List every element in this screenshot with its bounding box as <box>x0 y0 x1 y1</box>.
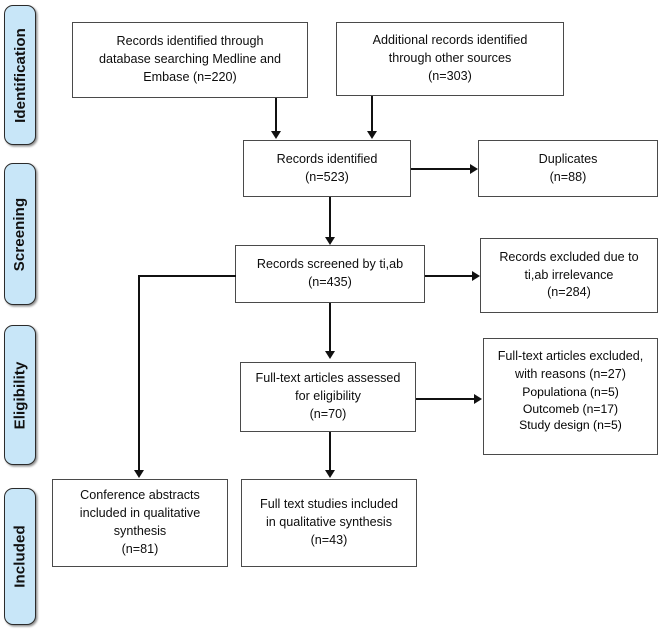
stage-label-eligibility: Eligibility <box>11 361 29 429</box>
arrowhead-records-identified-to-records-screened <box>325 237 335 245</box>
connector-records-screened-to-conference-abstracts-horizontal <box>138 275 236 277</box>
connector-fulltext-assessed-to-fulltext-excluded <box>416 398 475 400</box>
stage-label-identification: Identification <box>11 27 29 123</box>
fulltext-excluded-reasons: Populationa (n=5) Outcomeb (n=17) Study … <box>490 384 651 434</box>
box-other-sources-text: Additional records identified through ot… <box>372 33 528 83</box>
stage-label-included: Included <box>11 525 29 588</box>
connector-records-identified-to-records-screened <box>329 197 331 238</box>
arrowhead-database-search-to-records-identified <box>271 131 281 139</box>
box-duplicates: Duplicates (n=88) <box>478 140 658 197</box>
arrowhead-fulltext-assessed-to-fulltext-included <box>325 470 335 478</box>
box-records-identified: Records identified (n=523) <box>243 140 411 197</box>
arrowhead-records-screened-to-records-excluded <box>472 271 480 281</box>
box-conference-abstracts-text: Conference abstracts included in qualita… <box>79 488 201 556</box>
box-fulltext-excluded: Full-text articles excluded, with reason… <box>483 338 658 455</box>
stage-pill-identification: Identification <box>4 5 36 145</box>
box-records-identified-text: Records identified (n=523) <box>276 151 378 184</box>
box-fulltext-included-text: Full text studies included in qualitativ… <box>260 497 398 547</box>
box-fulltext-assessed: Full-text articles assessed for eligibil… <box>240 362 416 432</box>
arrowhead-records-screened-to-conference-abstracts <box>134 470 144 478</box>
reason-outcome: Outcomeb (n=17) <box>522 401 619 416</box>
box-records-excluded: Records excluded due to ti,ab irrelevanc… <box>480 238 658 313</box>
reason-population: Populationa (n=5) <box>522 384 619 399</box>
connector-records-screened-to-fulltext-assessed <box>329 303 331 351</box>
box-fulltext-included: Full text studies included in qualitativ… <box>241 479 417 567</box>
box-other-sources: Additional records identified through ot… <box>336 22 564 96</box>
connector-records-identified-to-duplicates <box>411 168 471 170</box>
connector-records-screened-to-conference-abstracts-vertical <box>138 275 140 472</box>
arrowhead-other-sources-to-records-identified <box>367 131 377 139</box>
arrowhead-fulltext-assessed-to-fulltext-excluded <box>474 394 482 404</box>
box-records-screened: Records screened by ti,ab (n=435) <box>235 245 425 303</box>
connector-database-search-to-records-identified <box>275 98 277 132</box>
stage-pill-included: Included <box>4 488 36 625</box>
arrowhead-records-screened-to-fulltext-assessed <box>325 351 335 359</box>
stage-pill-screening: Screening <box>4 163 36 305</box>
box-database-search-text: Records identified through database sear… <box>98 34 282 84</box>
box-fulltext-excluded-heading: Full-text articles excluded, with reason… <box>497 349 644 381</box>
stage-label-screening: Screening <box>11 197 29 271</box>
reason-study-design: Study design (n=5) <box>519 418 622 433</box>
box-records-screened-text: Records screened by ti,ab (n=435) <box>256 257 404 289</box>
connector-fulltext-assessed-to-fulltext-included <box>329 432 331 472</box>
box-records-excluded-text: Records excluded due to ti,ab irrelevanc… <box>499 249 639 300</box>
box-conference-abstracts: Conference abstracts included in qualita… <box>52 479 228 567</box>
box-duplicates-text: Duplicates (n=88) <box>538 151 598 184</box>
box-database-search: Records identified through database sear… <box>72 22 308 98</box>
stage-pill-eligibility: Eligibility <box>4 325 36 465</box>
box-fulltext-assessed-text: Full-text articles assessed for eligibil… <box>255 371 401 421</box>
connector-other-sources-to-records-identified <box>371 96 373 132</box>
arrowhead-records-identified-to-duplicates <box>470 164 478 174</box>
connector-records-screened-to-records-excluded <box>425 275 473 277</box>
